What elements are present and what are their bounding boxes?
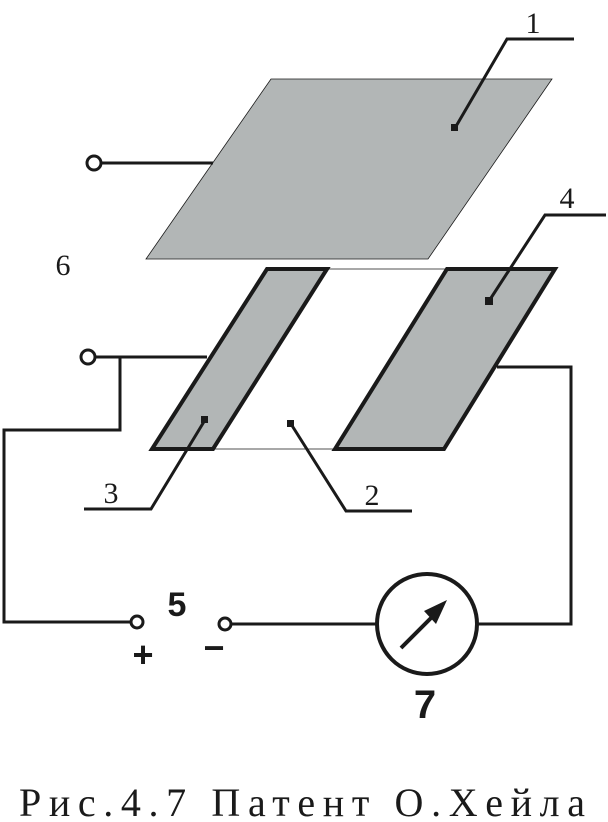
circuit-right-wire [477,365,573,626]
label-6: 6 [56,249,71,282]
left-terminal-icon [79,348,97,366]
figure-caption: Рис.4.7 Патент О.Хейла [19,780,585,822]
leader-1 [453,37,574,129]
label-3: 3 [104,477,119,510]
circuit-left-wire [2,357,132,624]
leader-1-dot [451,124,458,131]
plus-sign: + [132,634,153,675]
label-2: 2 [365,479,380,512]
minus-sign: − [203,627,224,668]
leader-2 [289,423,412,513]
leader-4 [487,213,606,302]
meter-arrow-head [424,600,447,624]
meter-needle [399,614,435,650]
leader-2-dot [287,420,294,427]
leader-3 [84,419,207,511]
minus-terminal-icon [217,616,233,632]
label-5: 5 [168,586,187,624]
right-electrode [331,267,559,451]
leader-4-dot [485,297,493,305]
left-electrode [148,267,331,451]
plus-terminal-icon [129,614,145,630]
label-4: 4 [560,182,575,215]
top-terminal-icon [85,154,103,172]
leader-3-dot [201,416,208,423]
label-7: 7 [414,683,436,727]
top-plate [145,78,553,260]
label-1: 1 [526,7,541,40]
